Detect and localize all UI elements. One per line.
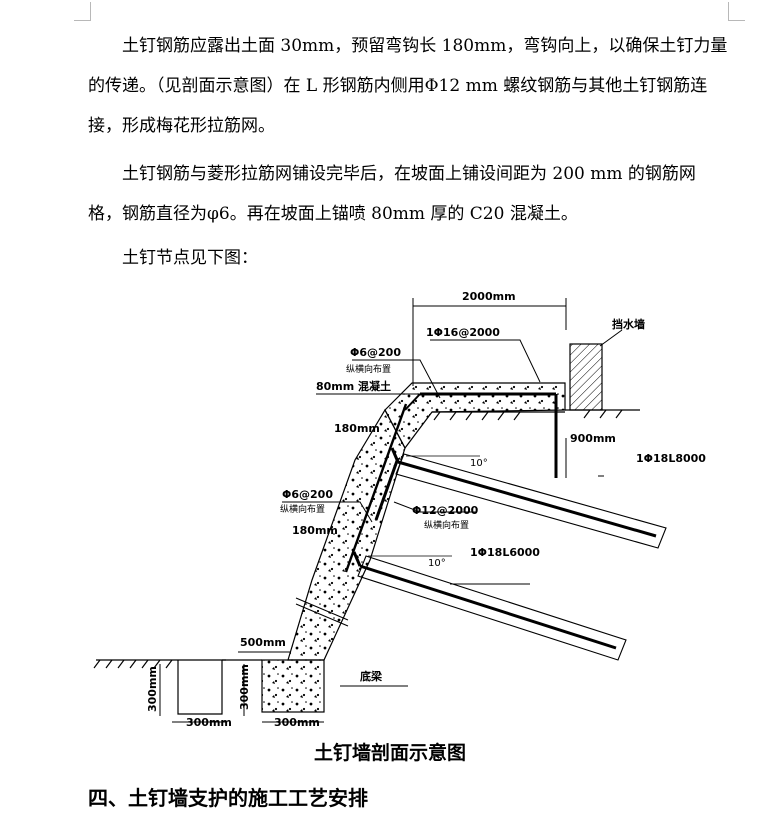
ditch-depth-label: 300mm <box>146 666 159 712</box>
page-corner-mark-right <box>728 2 745 21</box>
mesh-mid-sublabel: 纵横向布置 <box>280 503 325 515</box>
figure-caption: 土钉墙剖面示意图 <box>313 742 466 764</box>
slope-bar <box>344 403 408 573</box>
mesh-top-label: Φ6@200 <box>350 346 401 359</box>
paragraph-node-reference: 土钉节点见下图： <box>122 248 258 268</box>
dim-2000-label: 2000mm <box>462 290 516 303</box>
paragraph-nail-exposure: 土钉钢筋应露出土面 30mm，预留弯钩长 180mm，弯钩向上，以确保土钉力量的… <box>88 36 728 136</box>
nail-lower-label: 1Φ18L6000 <box>470 546 540 559</box>
angle-upper-label: 10° <box>470 458 488 469</box>
drainage-ditch <box>177 659 262 715</box>
top-bar-label: 1Φ16@2000 <box>426 326 500 339</box>
angle-lower-label: 10° <box>428 558 446 569</box>
hook-mid-label: 180mm <box>292 524 338 537</box>
paragraph-mesh-shotcrete: 土钉钢筋与菱形拉筋网铺设完毕后，在坡面上铺设间距为 200 mm 的钢筋网格，钢… <box>88 164 696 224</box>
section-heading: 四、土钉墙支护的施工工艺安排 <box>88 786 368 810</box>
concrete-label: 80mm 混凝土 <box>316 379 391 393</box>
mesh-top-sublabel: 纵横向布置 <box>346 363 391 375</box>
soil-nail-upper <box>390 447 667 549</box>
mesh-mid-label: Φ6@200 <box>282 488 333 501</box>
dim-900-label: 900mm <box>570 432 616 445</box>
retaining-wall <box>569 343 603 411</box>
ground-top <box>432 409 640 421</box>
base-beam-label: 底梁 <box>360 669 383 683</box>
link-bar-label: Φ12@2000 <box>412 504 479 517</box>
beam-width-label: 300mm <box>274 716 320 729</box>
nail-upper-label: 1Φ18L8000 <box>636 452 706 465</box>
dim-500-label: 500mm <box>240 636 286 649</box>
base-beam <box>261 659 325 713</box>
link-bar-sublabel: 纵横向布置 <box>424 519 469 531</box>
retaining-wall-label: 挡水墙 <box>612 317 645 331</box>
ground-left <box>93 659 226 669</box>
soil-nail-lower <box>352 551 627 661</box>
hook-top-label: 180mm <box>334 422 380 435</box>
beam-depth-label: 300mm <box>238 664 251 710</box>
ditch-width-label: 300mm <box>186 716 232 729</box>
page-corner-mark-left <box>74 2 91 21</box>
